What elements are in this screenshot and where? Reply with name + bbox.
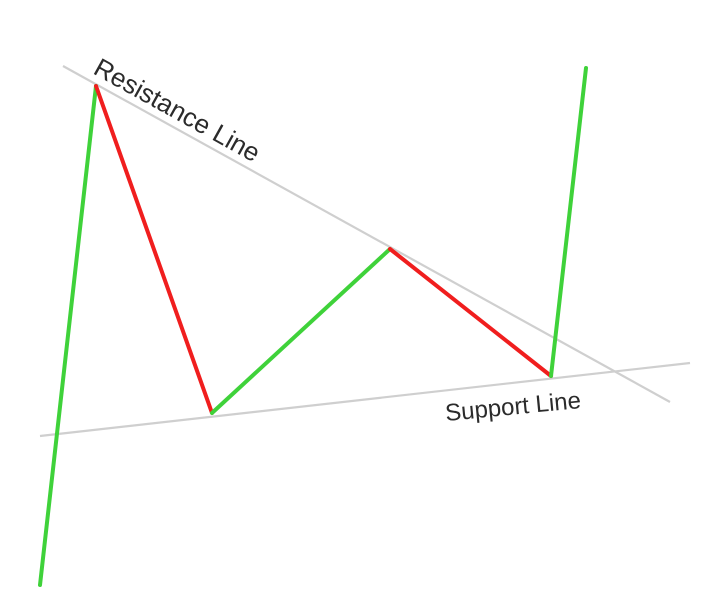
resistance-line-label: Resistance Line: [89, 52, 265, 168]
support-line: [39, 361, 691, 438]
price-leg-down-1: [94, 84, 214, 415]
price-leg-up-2: [210, 247, 392, 415]
price-leg-up-1: [38, 84, 98, 587]
price-leg-down-2: [388, 247, 553, 378]
support-line-label: Support Line: [444, 387, 582, 427]
price-breakout-leg: [549, 66, 588, 378]
resistance-line: [62, 65, 671, 403]
